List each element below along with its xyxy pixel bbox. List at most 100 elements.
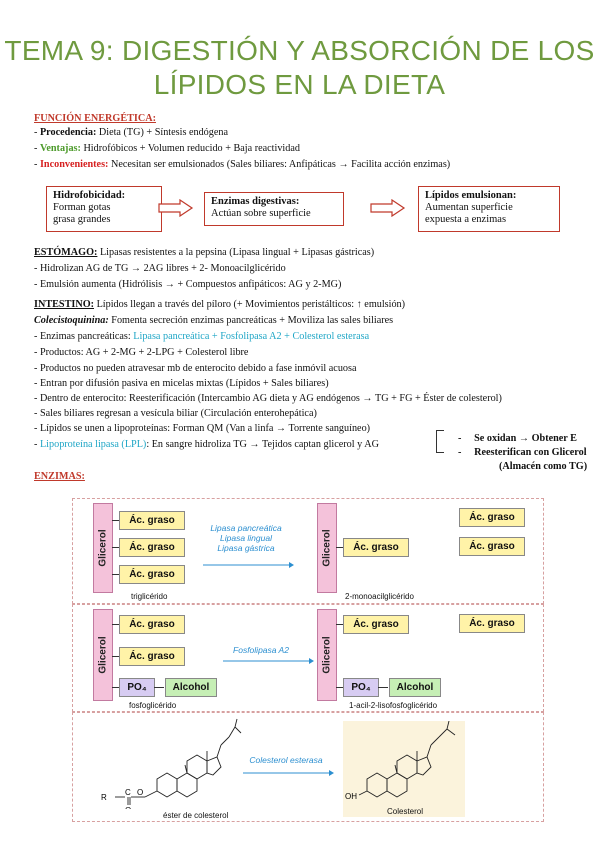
flow-box-text: Actúan sobre superficie	[211, 208, 311, 219]
glicerol-label: Glicerol	[97, 636, 109, 674]
acido-graso-box: Ác. graso	[119, 565, 185, 584]
inconvenientes-line: - Inconvenientes: Necesitan ser emulsion…	[34, 159, 451, 170]
right-arrow-icon	[158, 199, 194, 217]
intestino-line-7: - Dentro de enterocito: Reesterificación…	[34, 393, 502, 404]
side-note-text: Reesterifican con Glicerol	[474, 447, 587, 458]
flow-box-text: Forman gotas	[53, 202, 111, 213]
flow-box-title: Enzimas digestivas:	[211, 196, 300, 207]
enzimas-heading: ENZIMAS:	[34, 471, 85, 482]
intestino-line-6: - Entran por difusión pasiva en micelas …	[34, 378, 329, 389]
colesterol-label: Colesterol	[387, 807, 424, 816]
bond-line	[336, 687, 344, 688]
trigliceride-label: triglicérido	[131, 592, 168, 601]
acido-graso-libre-box: Ác. graso	[459, 537, 525, 556]
flow-box-hidrofobicidad: Hidrofobicidad: Forman gotas grasa grand…	[46, 186, 162, 232]
bond-line	[336, 547, 344, 548]
fosfato-box: PO₄	[119, 678, 155, 697]
procedencia-label: Procedencia:	[39, 127, 97, 138]
glicerol-block: Glicerol	[317, 609, 337, 701]
intestino-label: INTESTINO:	[34, 299, 95, 310]
alcohol-box: Alcohol	[389, 678, 441, 697]
flow-box-text: grasa grandes	[53, 214, 111, 225]
carbon-label: C	[125, 788, 131, 797]
ventajas-label: Ventajas:	[39, 143, 81, 154]
bond-line	[154, 687, 164, 688]
bond-line	[112, 520, 120, 521]
ventajas-line: - Ventajas: Hidrofóbicos + Volumen reduc…	[34, 143, 300, 154]
panel-lipasas: Glicerol Ác. graso Ác. graso Ác. graso t…	[72, 498, 544, 604]
enzyme-label-colesterol-esterasa: Colesterol esterasa	[249, 755, 323, 765]
inconvenientes-text: Necesitan ser emulsionados (Sales biliar…	[108, 159, 451, 170]
intestino-line-4: - Productos: AG + 2-MG + 2-LPG + Coleste…	[34, 347, 249, 358]
estomago-line-3: - Emulsión aumenta (Hidrólisis → + Compu…	[34, 279, 342, 290]
flow-box-emulsionan: Lípidos emulsionan: Aumentan superficie …	[418, 186, 560, 232]
intestino-line-8: - Sales biliares regresan a vesícula bil…	[34, 408, 317, 419]
enzyme-name: Lipasa gástrica	[217, 543, 275, 553]
procedencia-line: - Procedencia: Dieta (TG) + Síntesis end…	[34, 127, 228, 138]
inconvenientes-label: Inconvenientes:	[39, 159, 109, 170]
flow-box-title: Hidrofobicidad:	[53, 190, 126, 201]
acido-graso-libre-box: Ác. graso	[459, 614, 525, 633]
enzyme-name: Lipasa lingual	[220, 533, 272, 543]
ester-colesterol-structure-icon: R C O O	[101, 718, 242, 809]
panel-colesterol-esterasa: R C O O éster de colesterol Colesterol e…	[72, 712, 544, 822]
colesterol-structure-icon: OH	[345, 721, 456, 801]
glicerol-label: Glicerol	[321, 636, 333, 674]
glicerol-label: Glicerol	[321, 529, 333, 567]
intestino-line-3: - Enzimas pancreáticas: Lipasa pancreáti…	[34, 330, 369, 344]
flow-box-title: Lípidos emulsionan:	[425, 190, 517, 201]
intestino-line-10: - Lipoproteína lipasa (LPL): En sangre h…	[34, 438, 379, 452]
enzyme-label-lipasas: Lipasa pancreática Lipasa lingual Lipasa…	[201, 523, 291, 553]
estomago-line-2: - Hidrolizan AG de TG → 2AG libres + 2- …	[34, 263, 286, 274]
enzyme-label-fosfolipasa: Fosfolipasa A2	[233, 645, 289, 655]
bond-line	[112, 656, 120, 657]
side-note-2: - Reesterifican con Glicerol	[458, 447, 587, 458]
intestino-line-5: - Productos no pueden atravesar mb de en…	[34, 363, 357, 374]
lisofosfoglicerido-label: 1-acil-2-lisofosfoglicérido	[349, 701, 438, 710]
acido-graso-box: Ác. graso	[343, 538, 409, 557]
hydroxyl-label: OH	[345, 792, 357, 801]
title-line-1: TEMA 9: DIGESTIÓN Y ABSORCIÓN DE LOS	[4, 35, 595, 66]
side-note-3: (Almacén como TG)	[499, 461, 588, 472]
acido-graso-box: Ác. graso	[119, 538, 185, 557]
acido-graso-box: Ác. graso	[119, 615, 185, 634]
oxygen-label: O	[125, 806, 131, 809]
brace-tick	[436, 430, 444, 431]
intestino-line-9: - Lípidos se unen a lipoproteínas: Forma…	[34, 423, 371, 434]
oxygen-label: O	[137, 788, 143, 797]
ester-colesterol-label: éster de colesterol	[163, 811, 229, 820]
intestino-text: : En sangre hidroliza TG → Tejidos capta…	[146, 439, 379, 450]
bond-line	[378, 687, 388, 688]
flow-box-enzimas: Enzimas digestivas: Actúan sobre superfi…	[204, 192, 344, 226]
enzimas-pancreaticas-list: Lipasa pancreática + Fosfolipasa A2 + Co…	[133, 331, 370, 342]
bond-line	[112, 687, 120, 688]
glicerol-block: Glicerol	[93, 503, 113, 593]
fosfato-box: PO₄	[343, 678, 379, 697]
flow-box-text: Aumentan superficie	[425, 202, 513, 213]
panel-fosfolipasa: Glicerol Ác. graso Ác. graso PO₄ Alcohol…	[72, 604, 544, 712]
glicerol-block: Glicerol	[93, 609, 113, 701]
ventajas-text: Hidrofóbicos + Volumen reducido + Baja r…	[80, 143, 300, 154]
brace-line	[436, 430, 437, 452]
acido-graso-libre-box: Ác. graso	[459, 508, 525, 527]
alcohol-box: Alcohol	[165, 678, 217, 697]
glicerol-label: Glicerol	[97, 529, 109, 567]
side-note-text: Se oxidan → Obtener E	[474, 433, 577, 444]
reaction-arrow-icon	[243, 770, 334, 776]
reaction-arrow-icon	[223, 658, 314, 664]
procedencia-text: Dieta (TG) + Síntesis endógena	[96, 127, 228, 138]
brace-tick	[436, 452, 444, 453]
bond-line	[112, 547, 120, 548]
bond-line	[112, 574, 120, 575]
colecistoquinina-label: Colecistoquinina:	[34, 315, 109, 326]
monoacilglicerido-label: 2-monoacilglicérido	[345, 592, 414, 601]
intestino-line-1: INTESTINO: Lípidos llegan a través del p…	[34, 298, 405, 312]
side-note-1: - Se oxidan → Obtener E	[458, 433, 577, 444]
funcion-heading: FUNCIÓN ENERGÉTICA:	[34, 113, 156, 124]
intestino-text: Lípidos llegan a través del píloro (+ Mo…	[94, 299, 406, 310]
r-group-label: R	[101, 793, 107, 802]
title-line-2: LÍPIDOS EN LA DIETA	[153, 69, 446, 100]
intestino-text: - Enzimas pancreáticas:	[34, 331, 134, 342]
intestino-line-2: Colecistoquinina: Fomenta secreción enzi…	[34, 314, 393, 328]
reaction-arrow-icon	[203, 562, 294, 568]
